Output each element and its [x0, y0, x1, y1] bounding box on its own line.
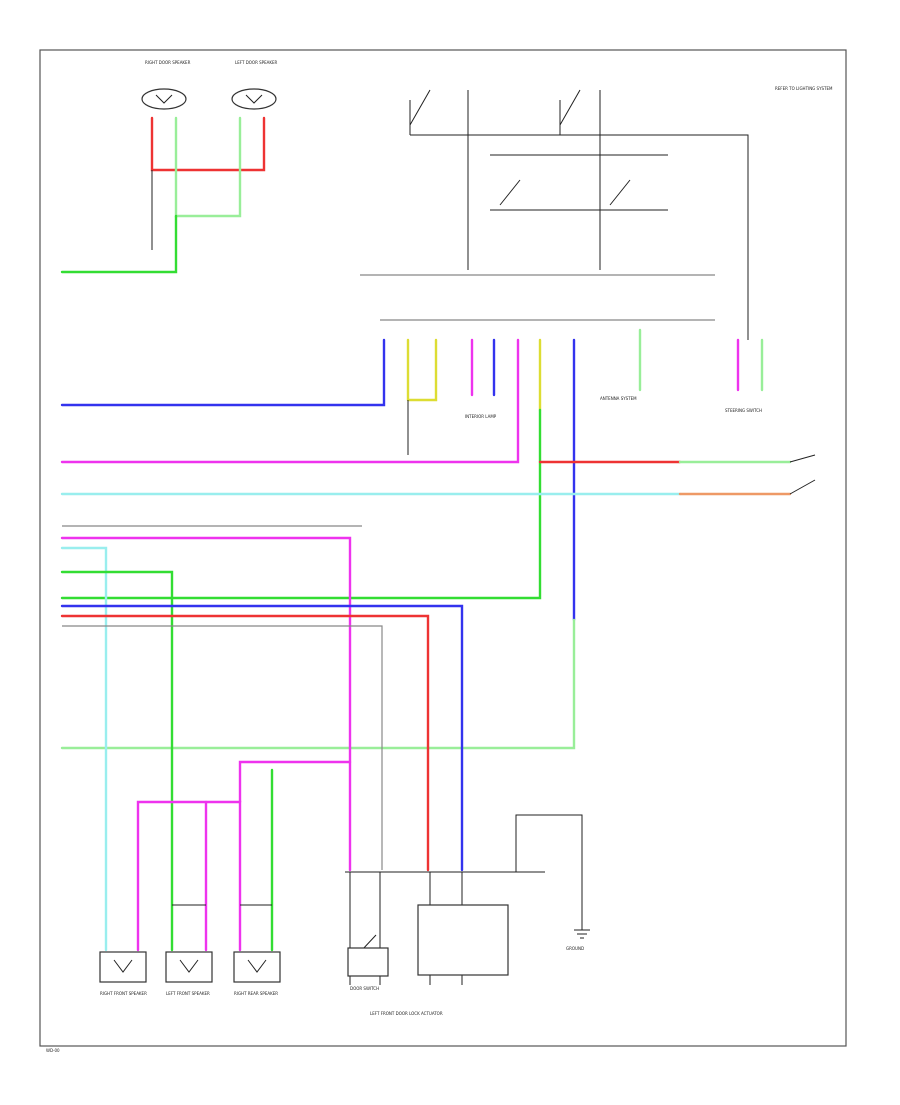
wire-magenta-3 — [60, 536, 352, 872]
door-switch-label: DOOR SWITCH — [350, 986, 379, 991]
wire-yellow-1 — [406, 338, 438, 402]
door-switch-right — [789, 454, 816, 495]
door-lock-label: LEFT FRONT DOOR LOCK ACTUATOR — [370, 1011, 443, 1016]
speaker-wire-red — [150, 116, 266, 172]
door-lock-box — [417, 904, 509, 976]
front-speaker-r-label: RIGHT FRONT SPEAKER — [100, 991, 147, 996]
wire-red-2 — [60, 614, 430, 872]
top-speaker-left: RIGHT DOOR SPEAKER — [141, 60, 191, 110]
ground-wire — [515, 814, 583, 930]
antenna-label: ANTENNA SYSTEM — [600, 396, 637, 401]
speaker-wire-green — [60, 214, 178, 274]
wire-blue-1 — [60, 338, 386, 407]
interior-lamp-label: INTERIOR LAMP — [465, 414, 497, 419]
speaker-front-left: LEFT FRONT SPEAKER — [165, 951, 213, 996]
wire-cyan-2 — [60, 546, 108, 952]
rear-speaker-r-label: RIGHT REAR SPEAKER — [234, 991, 278, 996]
wire-magenta-4 — [136, 800, 242, 952]
speaker-rear-right: RIGHT REAR SPEAKER — [233, 951, 281, 996]
wire-blue-4 — [60, 604, 464, 872]
ground-symbol — [574, 929, 590, 939]
speaker-label-1: RIGHT DOOR SPEAKER — [145, 60, 191, 65]
ground-label: GROUND — [566, 946, 584, 951]
wire-magenta-5 — [238, 760, 352, 804]
actuator-leads — [349, 872, 463, 985]
top-speaker-right: LEFT DOOR SPEAKER — [231, 60, 277, 110]
illumination-note: REFER TO LIGHTING SYSTEM — [775, 86, 833, 91]
speaker-front-right: RIGHT FRONT SPEAKER — [99, 951, 147, 996]
steering-label: STEERING SWITCH — [725, 408, 762, 413]
wire-green-3 — [60, 570, 174, 952]
speaker-label-2: LEFT DOOR SPEAKER — [235, 60, 277, 65]
page-reference: WD-00 — [46, 1048, 60, 1053]
diagram-border — [39, 49, 847, 1047]
wire-lgreen-2 — [60, 618, 576, 750]
switch-block: REFER TO LIGHTING SYSTEM — [360, 86, 833, 340]
wire-magenta-2 — [60, 338, 520, 464]
speaker-wire-lgreen — [174, 116, 242, 218]
wire-green-2 — [60, 408, 542, 600]
front-speaker-l-label: LEFT FRONT SPEAKER — [166, 991, 210, 996]
door-switch-box — [347, 947, 389, 977]
wire-gray-2 — [62, 625, 383, 870]
